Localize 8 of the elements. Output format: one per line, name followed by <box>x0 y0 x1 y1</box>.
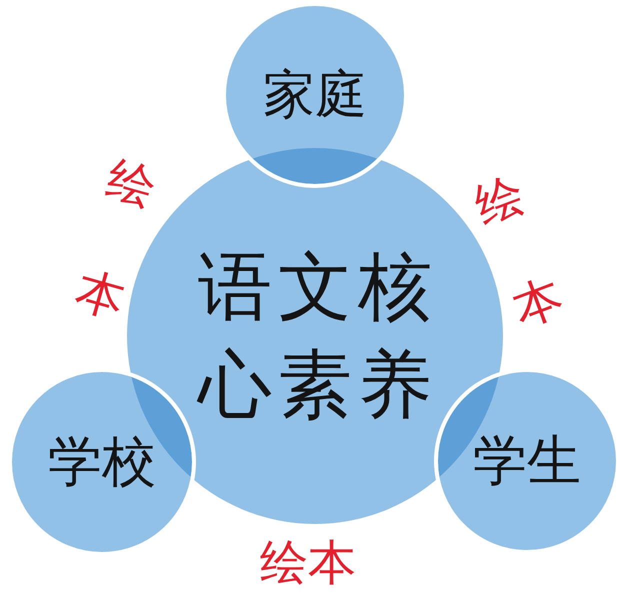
topic-circle <box>434 368 617 554</box>
circle-label: 家庭 <box>263 65 367 125</box>
circle-label: 学生 <box>473 430 581 492</box>
circle-label: 学校 <box>48 431 156 493</box>
side-label: 绘本 <box>70 154 162 325</box>
circle-label: 语文核心素养 <box>196 243 439 430</box>
side-label: 绘本 <box>468 168 570 334</box>
side-label: 绘本 <box>260 539 356 587</box>
